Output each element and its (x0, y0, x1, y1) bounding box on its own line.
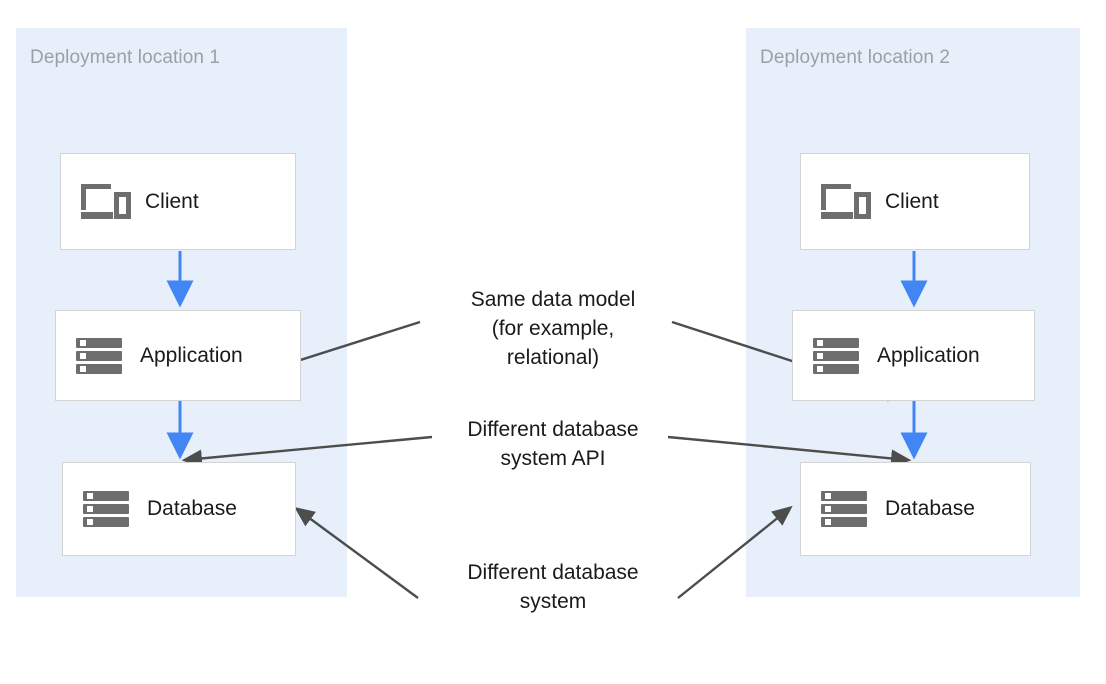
deployment-location-2-title: Deployment location 2 (760, 47, 951, 68)
client-devices-icon (81, 182, 131, 222)
server-stack-icon (76, 336, 124, 376)
node-database-location-2[interactable]: Database (800, 462, 1031, 556)
node-label: Client (145, 189, 199, 213)
node-application-location-1[interactable]: Application (55, 310, 301, 401)
node-database-location-1[interactable]: Database (62, 462, 296, 556)
node-label: Database (147, 497, 237, 520)
node-label: Client (885, 189, 939, 213)
deployment-location-1-title: Deployment location 1 (30, 47, 221, 68)
node-label: Database (885, 497, 975, 520)
node-label: Application (140, 343, 243, 367)
annotation-different-database-system: Different database system (467, 561, 639, 613)
server-stack-icon (821, 489, 869, 529)
annotation-same-data-model: Same data model (for example, relational… (470, 288, 636, 369)
node-application-location-2[interactable]: Application (792, 310, 1035, 401)
node-client-location-1[interactable]: Client (60, 153, 296, 250)
annotation-different-database-system-api: Different database system API (467, 418, 639, 470)
server-stack-icon (813, 336, 861, 376)
server-stack-icon (83, 489, 131, 529)
node-label: Application (877, 343, 980, 367)
client-devices-icon (821, 182, 871, 222)
node-client-location-2[interactable]: Client (800, 153, 1030, 250)
